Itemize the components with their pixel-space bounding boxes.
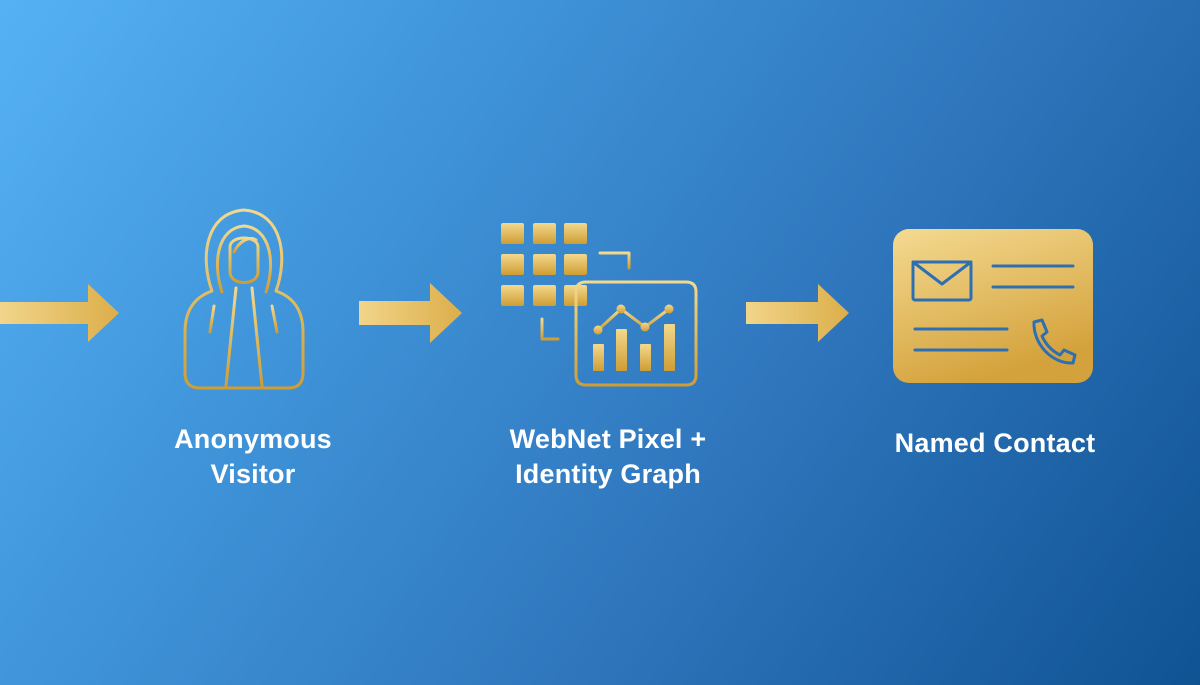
contact-card-icon xyxy=(893,229,1093,383)
arrow-right-icon xyxy=(359,283,462,343)
arrow-right-icon xyxy=(746,284,849,342)
named-contact-label: Named Contact xyxy=(894,428,1096,458)
anonymous-visitor-label: Anonymous Visitor xyxy=(174,424,332,489)
pixel-grid-analytics-icon xyxy=(501,223,698,387)
webnet-pixel-identity-graph-label: WebNet Pixel + Identity Graph xyxy=(509,424,707,489)
hooded-person-icon xyxy=(183,208,305,390)
arrow-right-icon xyxy=(0,284,119,342)
